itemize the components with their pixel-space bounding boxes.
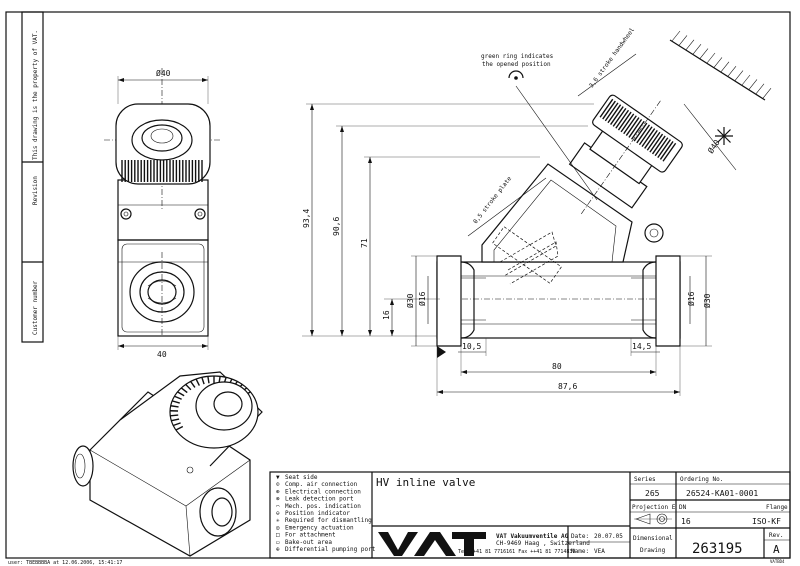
legend-item-label: Leak detection port bbox=[285, 496, 354, 503]
dimension-left-offset: 10,5 bbox=[462, 342, 481, 351]
vat-logo bbox=[378, 532, 486, 556]
legend-symbol: ⊗ bbox=[276, 496, 280, 503]
projection-label: Projection E bbox=[632, 504, 676, 511]
left-sidebar: This drawing is the property of VAT. Rev… bbox=[21, 11, 44, 343]
dn-label: DN bbox=[679, 504, 687, 511]
legend-item-label: Bake-out area bbox=[285, 539, 332, 546]
legend-item-label: Position indicator bbox=[285, 510, 350, 517]
mech-position-symbol bbox=[508, 70, 524, 79]
dimension-left-flange-id: Ø16 bbox=[417, 291, 427, 306]
legend-symbol: ▭ bbox=[276, 539, 280, 546]
side-view bbox=[436, 30, 772, 358]
company-contact: Tel ++41 81 7716161 Fax ++41 81 7714830 bbox=[458, 549, 575, 555]
dimension-right-offset: 14,5 bbox=[632, 342, 651, 351]
dimension-height-handwheel: 90,6 bbox=[332, 217, 341, 236]
legend-symbol: ▼ bbox=[276, 474, 280, 481]
rev-value: A bbox=[773, 543, 780, 556]
attachment-screw bbox=[194, 208, 206, 220]
handwheel-knurl-side bbox=[599, 98, 677, 162]
company-address: CH-9469 Haag , Switzerland bbox=[496, 540, 590, 547]
company-name: VAT Vakuumventile AG bbox=[496, 533, 569, 540]
dn-value: 16 bbox=[681, 517, 691, 526]
dismantling-star-icon bbox=[715, 127, 733, 145]
flange-label: Flange bbox=[766, 504, 788, 511]
legend-item-label: Seat side bbox=[285, 474, 318, 481]
seat-side-marker bbox=[437, 346, 446, 358]
legend-item-label: Required for dismantling bbox=[285, 517, 372, 524]
ordering-label: Ordering No. bbox=[680, 476, 723, 483]
date-value: 20.07.05 bbox=[594, 533, 623, 540]
legend-item-label: Comp. air connection bbox=[285, 481, 358, 488]
dimension-right-flange-id: Ø16 bbox=[686, 291, 696, 306]
legend-item-label: Emergency actuation bbox=[285, 524, 354, 531]
date-label: Date: bbox=[571, 533, 589, 540]
dimension-front-width: 40 bbox=[157, 350, 167, 359]
drawing-number: 263195 bbox=[692, 541, 743, 557]
front-view: 40 bbox=[117, 239, 209, 359]
name-label: Name: bbox=[571, 548, 589, 555]
dimension-left-flange-od: Ø30 bbox=[405, 293, 415, 308]
legend-symbol: □ bbox=[276, 532, 280, 539]
handwheel-knurl-top bbox=[121, 160, 203, 182]
dimension-height-axis: 16 bbox=[382, 310, 391, 320]
rev-label: Rev. bbox=[769, 532, 783, 539]
title-block: ▼ Seat side ⊙ Comp. air connection ⊕ Electric… bbox=[269, 471, 791, 564]
legend-symbol: ⌒ bbox=[276, 503, 280, 510]
name-value: VEA bbox=[594, 548, 605, 555]
customer-number-label: Customer number bbox=[32, 280, 39, 335]
top-view: Ø40 bbox=[104, 68, 222, 241]
dimension-right-flange-od: Ø30 bbox=[702, 293, 712, 308]
drawing-title: HV inline valve bbox=[376, 476, 475, 489]
dimension-height-total: 93,4 bbox=[302, 209, 311, 228]
drawing-label: Drawing bbox=[640, 547, 666, 554]
isometric-view bbox=[72, 371, 263, 557]
ordering-value: 26524-KA01-0001 bbox=[686, 489, 758, 498]
property-notice: This drawing is the property of VAT. bbox=[32, 30, 39, 160]
dimension-length-inner: 80 bbox=[552, 362, 562, 371]
dimension-top-width: Ø40 bbox=[156, 68, 171, 78]
legend-item-label: Electrical connection bbox=[285, 488, 361, 495]
position-indicator-port bbox=[644, 223, 664, 243]
annotation-line-2: the opened position bbox=[482, 61, 551, 68]
legend-symbol: ⊙ bbox=[276, 481, 280, 488]
dimensional-label: Dimensional bbox=[633, 535, 673, 542]
legend-symbol: ◎ bbox=[276, 524, 280, 531]
legend-symbol: ⊕ bbox=[276, 546, 280, 553]
projection-symbol-icon bbox=[634, 513, 672, 525]
legend-symbol: ✳ bbox=[276, 517, 280, 524]
flange-value: ISO-KF bbox=[752, 517, 781, 526]
dimension-stroke-handwheel: 3,6 stroke handwheel bbox=[588, 26, 636, 89]
wall-clearance-hatch bbox=[669, 30, 772, 101]
attachment-screw bbox=[120, 208, 132, 220]
legend-symbol: ⊖ bbox=[276, 510, 280, 517]
dimension-height-body: 71 bbox=[360, 238, 369, 248]
series-value: 265 bbox=[645, 489, 660, 498]
corner-code: VATBD4 bbox=[770, 559, 785, 564]
series-label: Series bbox=[634, 476, 656, 483]
annotation-line-1: green ring indicates bbox=[481, 53, 554, 60]
legend-item-label: Differential pumping port bbox=[285, 546, 376, 553]
revision-label: Revision bbox=[32, 176, 39, 205]
legend-item-label: For attachment bbox=[285, 532, 336, 539]
user-stamp: user: TBEBBBBA at 12.06.2006, 15:41:17 bbox=[8, 560, 122, 566]
legend-list: ▼ Seat side ⊙ Comp. air connection ⊕ Electric… bbox=[276, 474, 376, 553]
legend-item-label: Mech. pos. indication bbox=[285, 503, 361, 510]
legend-symbol: ⊕ bbox=[276, 488, 280, 495]
dimension-length-total: 87,6 bbox=[558, 382, 577, 391]
